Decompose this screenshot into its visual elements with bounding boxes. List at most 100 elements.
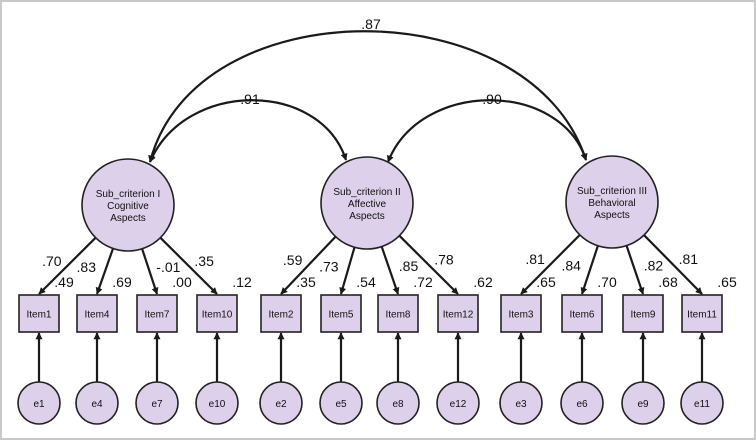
loading-arrow-Item12 <box>398 234 459 295</box>
r-squared-label-Item3: .65 <box>536 274 556 290</box>
r-squared-label-Item11: .65 <box>717 274 737 290</box>
item-label-Item5: Item5 <box>328 310 353 321</box>
r-squared-label-Item2: .35 <box>296 274 316 290</box>
loading-arrow-Item9 <box>625 245 645 295</box>
loading-label-Item8: .85 <box>399 258 419 274</box>
loading-arrow-Item2 <box>280 235 337 295</box>
latent-label-sub1: Aspects <box>110 213 146 224</box>
error-node-e9 <box>621 381 665 425</box>
latent-label-sub3: Behavioral <box>588 198 635 209</box>
error-label-e9: e9 <box>637 399 649 410</box>
item-label-Item9: Item9 <box>630 310 655 321</box>
error-label-e10: e10 <box>209 399 226 410</box>
loading-label-Item2: .59 <box>283 252 303 268</box>
latent-label-sub3: Aspects <box>594 210 630 221</box>
error-label-e11: e11 <box>694 399 710 410</box>
loading-label-Item9: .82 <box>644 257 664 273</box>
item-label-Item1: Item1 <box>26 310 51 321</box>
loading-label-Item5: .73 <box>319 258 339 274</box>
loading-label-Item10: .35 <box>194 253 214 269</box>
item-box-Item4 <box>76 294 118 333</box>
latent-label-sub2: Sub_criterion II <box>333 187 400 198</box>
error-node-e6 <box>560 381 604 425</box>
item-label-Item10: Item10 <box>202 310 233 321</box>
loading-label-Item7: -.01 <box>156 259 180 275</box>
r-squared-label-Item4: .69 <box>112 274 132 290</box>
item-box-Item1 <box>18 294 60 333</box>
item-box-Item10 <box>196 294 238 333</box>
error-label-e6: e6 <box>576 399 588 410</box>
error-label-e7: e7 <box>151 399 163 410</box>
edge-layer <box>35 234 706 382</box>
r-squared-label-Item7: .00 <box>172 274 192 290</box>
loading-label-Item3: .81 <box>525 251 545 267</box>
error-node-e5 <box>319 381 363 425</box>
covariance-arc-sub1-sub2 <box>148 99 348 163</box>
r-squared-label-Item1: .49 <box>54 274 74 290</box>
loading-arrow-Item7 <box>141 248 159 295</box>
error-node-e4 <box>75 381 119 425</box>
error-label-e12: e12 <box>450 399 467 410</box>
error-node-e8 <box>376 381 420 425</box>
r-squared-label-Item9: .68 <box>658 274 678 290</box>
item-box-Item5 <box>320 294 362 333</box>
r-squared-label-Item6: .70 <box>597 274 617 290</box>
loading-arrow-Item1 <box>38 236 97 295</box>
latent-label-sub1: Sub_criterion I <box>96 189 160 200</box>
item-box-Item2 <box>260 294 302 333</box>
item-box-Item9 <box>622 294 664 333</box>
item-label-Item12: Item12 <box>443 310 474 321</box>
covariance-arc-sub1-sub3 <box>148 30 588 163</box>
covariance-label-sub1-sub3: .87 <box>361 16 381 32</box>
error-label-e4: e4 <box>91 399 103 410</box>
covariance-arc-sub2-sub3 <box>386 99 588 163</box>
item-label-Item6: Item6 <box>569 310 594 321</box>
item-label-Item3: Item3 <box>508 310 533 321</box>
error-label-e8: e8 <box>392 399 404 410</box>
latent-node-sub2 <box>320 156 414 250</box>
item-box-Item8 <box>377 294 419 333</box>
r-squared-label-Item5: .54 <box>356 274 376 290</box>
item-box-Item3 <box>500 294 542 333</box>
error-node-e7 <box>135 381 179 425</box>
error-node-e3 <box>499 381 543 425</box>
item-box-Item6 <box>561 294 603 333</box>
loading-label-Item1: .70 <box>42 253 62 269</box>
latent-node-sub1 <box>81 158 175 252</box>
label-layer: .87.91.90.70.49.83.69-.01.00.35.12.59.35… <box>42 16 737 290</box>
r-squared-label-Item10: .12 <box>232 274 252 290</box>
loading-label-Item11: .81 <box>679 251 699 267</box>
error-node-e11 <box>680 381 724 425</box>
loading-arrow-Item4 <box>95 248 115 295</box>
item-label-Item2: Item2 <box>268 310 293 321</box>
loading-label-Item12: .78 <box>434 252 454 268</box>
latent-label-sub3: Sub_criterion III <box>577 186 647 197</box>
node-layer: Sub_criterion ICognitiveAspectsSub_crite… <box>17 155 724 425</box>
latent-node-sub3 <box>565 155 659 249</box>
covariance-label-sub2-sub3: .90 <box>482 91 502 107</box>
loading-label-Item6: .84 <box>561 257 581 273</box>
error-node-e1 <box>17 381 61 425</box>
loading-arrow-Item3 <box>520 234 581 295</box>
error-label-e5: e5 <box>335 399 347 410</box>
loading-arrow-Item5 <box>339 246 356 295</box>
item-box-Item7 <box>136 294 178 333</box>
r-squared-label-Item8: .72 <box>413 274 433 290</box>
item-label-Item4: Item4 <box>84 310 109 321</box>
r-squared-label-Item12: .62 <box>473 274 493 290</box>
error-node-e10 <box>195 381 239 425</box>
item-label-Item8: Item8 <box>385 310 410 321</box>
covariance-layer <box>148 30 588 163</box>
item-label-Item11: Item11 <box>687 310 717 321</box>
latent-label-sub1: Cognitive <box>107 201 149 212</box>
error-label-e1: e1 <box>33 399 45 410</box>
error-label-e2: e2 <box>275 399 287 410</box>
latent-label-sub2: Affective <box>348 199 387 210</box>
error-label-e3: e3 <box>515 399 527 410</box>
covariance-label-sub1-sub2: .91 <box>240 91 260 107</box>
loading-arrow-Item8 <box>380 246 400 295</box>
loading-arrow-Item11 <box>643 234 703 295</box>
loading-arrow-Item6 <box>580 245 599 295</box>
